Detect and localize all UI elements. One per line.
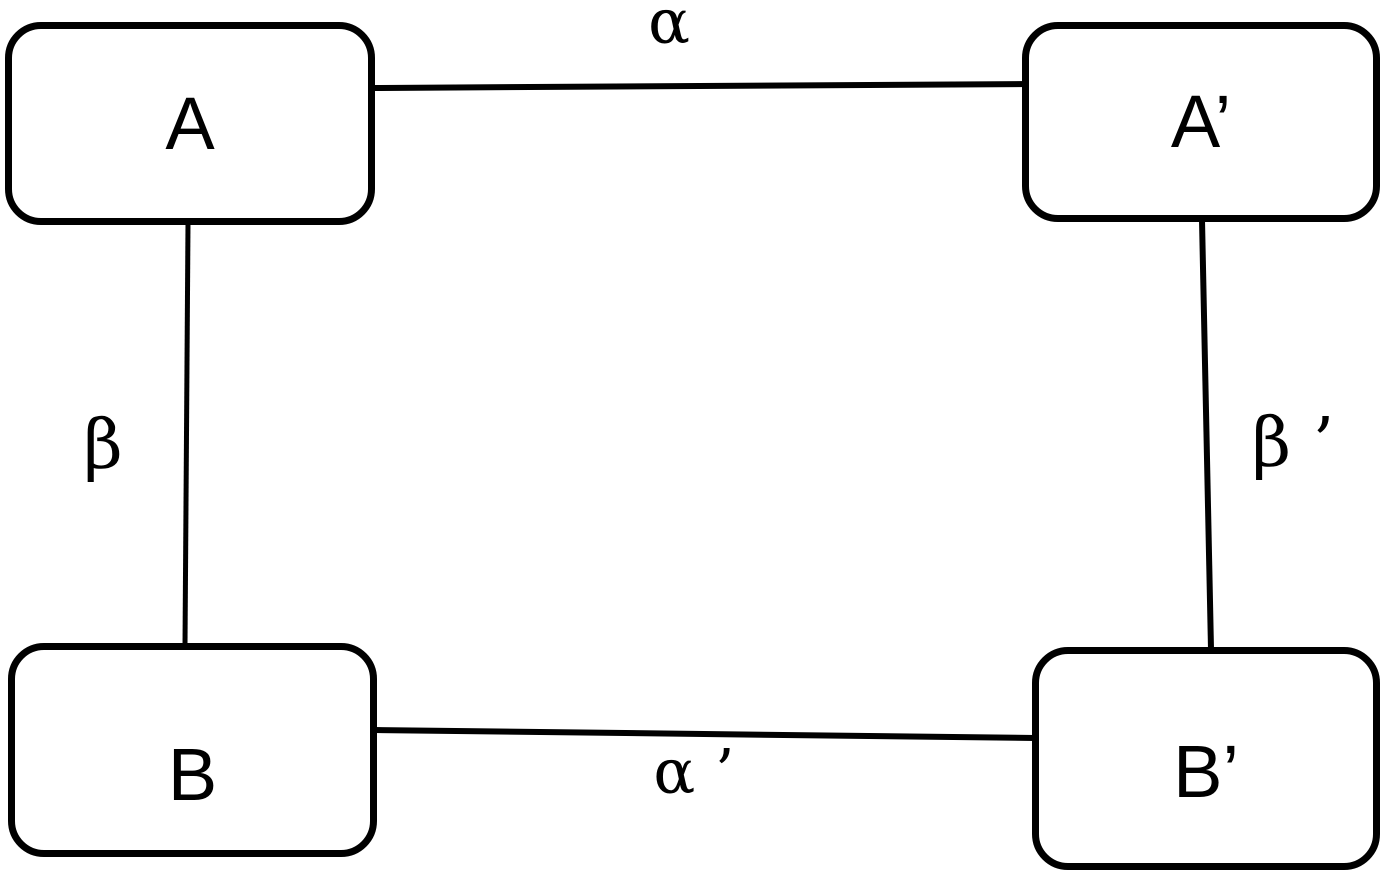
edge-line-alpha [372,81,1032,91]
edge-line-beta-prime [1199,219,1214,650]
node-label-a: A [165,81,215,165]
edge-line-alpha-prime [374,727,1036,741]
node-box-b: B [8,643,377,857]
node-label-b: B [167,733,218,816]
node-box-a-prime: A’ [1022,22,1380,222]
node-box-b-prime: B’ [1032,647,1380,870]
edge-line-beta [182,222,191,646]
node-label-b-prime: B’ [1173,729,1239,813]
edge-label-alpha: α [648,0,690,58]
node-label-a-prime: A’ [1170,80,1232,163]
edge-label-alpha-prime: α ’ [653,735,735,808]
edge-label-beta: β [83,406,123,485]
node-box-a: A [5,22,375,225]
edge-label-beta-prime: β ’ [1251,404,1335,483]
